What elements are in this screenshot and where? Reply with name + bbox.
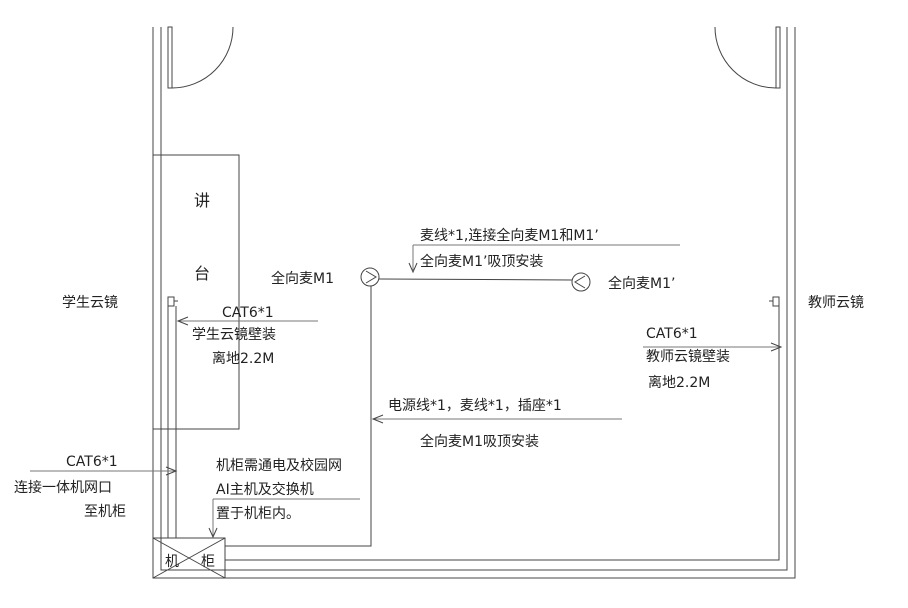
cables: [167, 278, 780, 561]
student-camera-icon: [167, 296, 175, 307]
cabinet-connect-1: 连接一体机网口: [14, 479, 112, 496]
student-camera: 学生云镜: [62, 295, 178, 311]
student-cat6: CAT6*1: [222, 305, 274, 321]
cabinet-box: [152, 537, 226, 579]
mic-cable-line2: 全向麦M1’吸顶安装: [420, 253, 543, 270]
podium-outline: [152, 154, 240, 430]
student-mount-2: 离地2.2M: [212, 350, 274, 367]
mic-m1-icon: [360, 267, 380, 287]
podium: 讲 台: [152, 154, 240, 430]
teacher-camera-icon: [772, 296, 780, 307]
cabinet-char-2: 柜: [201, 554, 215, 570]
podium-char-top: 讲: [194, 191, 210, 210]
mic-cable-line1: 麦线*1,连接全向麦M1和M1’: [420, 227, 599, 244]
cabinet-char-1: 机: [165, 554, 179, 570]
power-line-label: 电源线*1，麦线*1，插座*1: [388, 398, 562, 414]
cabinet-note-3: 置于机柜内。: [216, 506, 300, 522]
leader-lines: [30, 244, 783, 539]
teacher-camera: 教师云镜: [769, 295, 864, 311]
door-right: [714, 26, 781, 89]
student-mount-1: 学生云镜壁装: [192, 327, 276, 343]
teacher-camera-cable: [225, 306, 780, 561]
cabinet-note-1: 机柜需通电及校园网: [216, 457, 342, 474]
cabinet-connect-2: 至机柜: [84, 504, 126, 520]
mic-m1-prime: 全向麦M1’: [571, 272, 675, 292]
mic-link-cable: [378, 278, 573, 281]
cabinet-cat6: CAT6*1: [66, 454, 118, 470]
cabinet-note-2: AI主机及交换机: [216, 481, 314, 498]
teacher-mount-1: 教师云镜壁装: [646, 349, 730, 365]
student-camera-label: 学生云镜: [62, 295, 118, 311]
annotations: 麦线*1,连接全向麦M1和M1’ 全向麦M1’吸顶安装 CAT6*1 学生云镜壁…: [14, 227, 730, 522]
mic-m1-prime-label: 全向麦M1’: [608, 275, 675, 292]
mic-m1-ceiling-label: 全向麦M1吸顶安装: [420, 433, 539, 450]
mic-m1: 全向麦M1: [271, 267, 380, 287]
mic-m1-prime-icon: [571, 272, 591, 292]
mic-m1-label: 全向麦M1: [271, 270, 334, 287]
teacher-mount-2: 离地2.2M: [648, 374, 710, 391]
teacher-cat6: CAT6*1: [646, 326, 698, 342]
teacher-camera-label: 教师云镜: [808, 295, 864, 311]
door-left: [167, 26, 234, 89]
podium-char-bottom: 台: [194, 264, 210, 283]
cabinet: 机 柜: [152, 537, 226, 579]
mic-m1-cable: [225, 286, 372, 547]
